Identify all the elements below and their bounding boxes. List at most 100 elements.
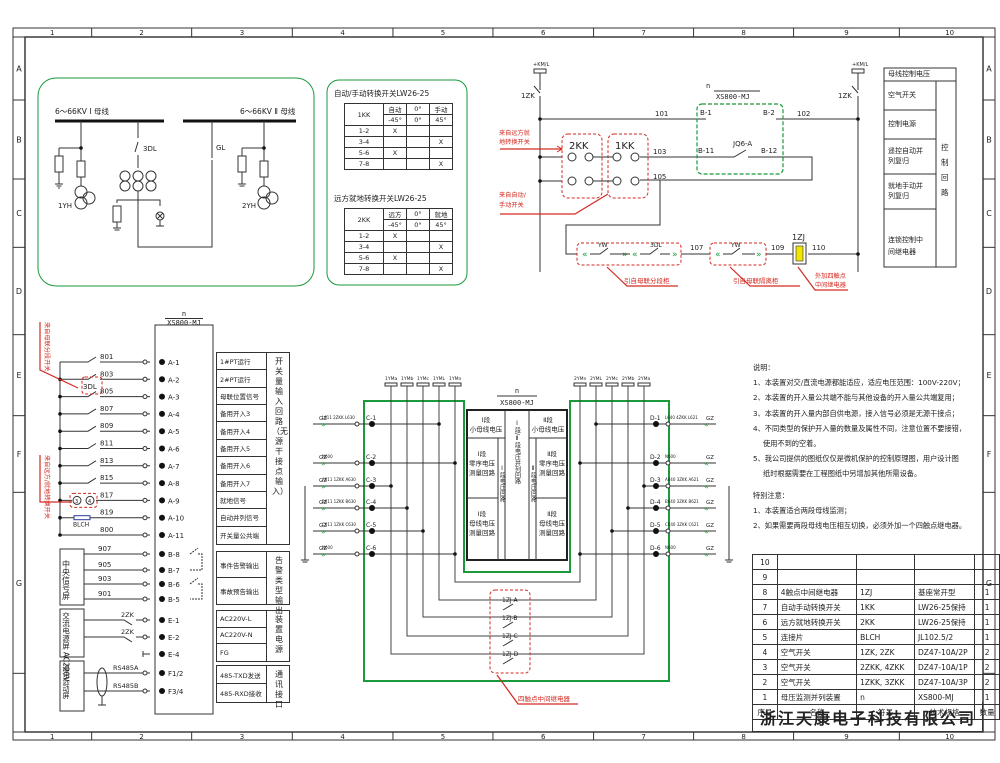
gz-label: GZ (706, 478, 714, 484)
input-signal-label: 备用开入5 (217, 439, 267, 458)
gz-label: GZ (319, 523, 327, 529)
wire-102: 102 (797, 110, 810, 118)
legend-item-local-reset: 就地手动并列复归 (888, 182, 923, 200)
power-signal-label: AC220V-L (217, 611, 267, 628)
input-3dl-label: 3DL (83, 383, 97, 391)
isolator-gl: GL (216, 144, 225, 152)
gz-connector-icon: « (704, 504, 709, 513)
input-terminal: A-10 (168, 515, 184, 523)
note-3: 3、本装置的开入量内部自供电源，接入信号必须是无源干接点； (753, 408, 959, 418)
volt-right-terminal: D-1 (650, 415, 661, 422)
input-terminal: A-4 (168, 411, 180, 419)
volt-left-wire: N600 (322, 545, 333, 550)
output-signal-label: 事件告警输出 (217, 552, 267, 578)
input-terminal: A-11 (168, 532, 184, 540)
input-device-n: n (181, 310, 187, 318)
ann-remote-line2: 地转换开关 (499, 138, 530, 146)
switch-position-header: 就地 (429, 208, 453, 220)
output-terminal: B-7 (168, 567, 180, 575)
input-terminal: A-7 (168, 463, 180, 471)
input-device-model: XS800-MJ (165, 318, 203, 327)
svg-text:»: » (756, 250, 762, 260)
volt-right-wire: L640 4ZKK L621 (665, 415, 698, 420)
volt-device-n: n (515, 387, 519, 395)
row-label-right: A (986, 65, 992, 74)
control-legend-header: 母线控制电压 (888, 70, 930, 78)
control-circuit: +KM/L 1ZK +KM/L 1ZK 101 102 103 105 107 … (499, 62, 868, 291)
column-label-bottom: 1 (50, 733, 54, 741)
note-4-cont: 使用不到的空着。 (763, 439, 821, 449)
ann-relay-line2: 中间继电器 (815, 281, 847, 289)
block-i-zero-seq: Ⅰ段 (478, 449, 487, 458)
input-wire-number: 807 (100, 405, 113, 413)
switch-angle: -45° (383, 114, 407, 126)
block-i-zero-seq: 零序电压 (469, 459, 496, 468)
legend-item-remote-reset: 遥控自动并列复归 (888, 147, 923, 165)
gz-label: GZ (319, 478, 327, 484)
gz-connector-icon: « (704, 482, 709, 491)
column-label-top: 3 (240, 29, 244, 37)
column-label-bottom: 6 (541, 733, 546, 741)
note-1: 1、本装置对交/直流电源都能适应，适应电压范围：100V-220V； (753, 378, 965, 388)
legend-item-air-switch: 空气开关 (888, 91, 916, 99)
gz-connector-icon: « (704, 459, 709, 468)
volt-right-wire: A640 3ZKK A621 (665, 477, 699, 482)
switch-angle: 45° (429, 114, 453, 126)
gz-label: GZ (706, 546, 714, 552)
power-terminal: E-4 (168, 651, 180, 659)
output-panel-label: 中央信号屏 (62, 559, 71, 601)
column-label-bottom: 7 (641, 733, 645, 741)
comm-wire: RS485A (113, 664, 139, 672)
note-5: 5、我公司提供的图纸仅仅是微机保护的控制原理图，用户设计图 (753, 454, 959, 464)
input-wire-number: 805 (100, 388, 113, 396)
ann-input-tie: 来自母联分段开关 (43, 322, 51, 372)
bom-row: 9 (752, 569, 1000, 585)
switch-1kk: 1KK (615, 141, 635, 152)
output-terminal: B-5 (168, 596, 180, 604)
special-1: 1、本装置适合两段母线监测； (753, 505, 852, 515)
volt-right-terminal: D-5 (650, 522, 661, 529)
breaker-1zk-right: 1ZK (838, 92, 852, 100)
comm-terminal: F3/4 (168, 688, 184, 696)
special-title: 特别注意： (753, 490, 789, 500)
switch-name: 1KK (344, 103, 384, 126)
column-label-top: 5 (441, 29, 445, 37)
supply-right: +KM/L (852, 62, 868, 68)
volt-left-terminal: C-5 (366, 522, 376, 529)
block-i-small-bus: 小母线电压 (470, 425, 503, 434)
switch-angle: 0° (406, 219, 430, 231)
switch-position-header: 远方 (383, 208, 407, 220)
primary-frame (37, 77, 315, 287)
gz-connector-icon: » (321, 527, 326, 536)
row-label-left: D (16, 287, 22, 296)
block-i-bus-volt: 母线电压 (469, 519, 496, 528)
ann-auto-line2: 手动开关 (499, 201, 524, 209)
ann-auto-line1: 来自自动/ (499, 191, 527, 199)
volt-left-wire: N600 (322, 454, 333, 459)
wire-107: 107 (690, 244, 703, 252)
relay-contact-label: 1ZJ-D (502, 651, 519, 658)
column-label-top: 1 (50, 29, 54, 37)
input-signal-label: 备用开入4 (217, 422, 267, 440)
breaker-3dl: 3DL (143, 145, 157, 153)
block-ii-zero-seq: Ⅱ段 (547, 449, 557, 458)
row-label-right: E (986, 371, 991, 380)
row-label-right: B (986, 136, 992, 145)
comm-signal-label: 485-RXD接收 (217, 684, 267, 702)
output-side-label-box: 事件告警输出事故预告输出告警类型输出 (216, 551, 290, 615)
svg-text:4: 4 (88, 499, 91, 505)
input-signal-label: 备用开入7 (217, 474, 267, 492)
term-b2: B-2 (763, 109, 775, 117)
switch-tables-frame (326, 79, 468, 286)
notes-section: 说明： 1、本装置对交/直流电源都能适应，适应电压范围：100V-220V； 2… (753, 360, 985, 533)
block-i-bus-volt: 测量回路 (469, 528, 496, 537)
gz-connector-icon: « (704, 527, 709, 536)
